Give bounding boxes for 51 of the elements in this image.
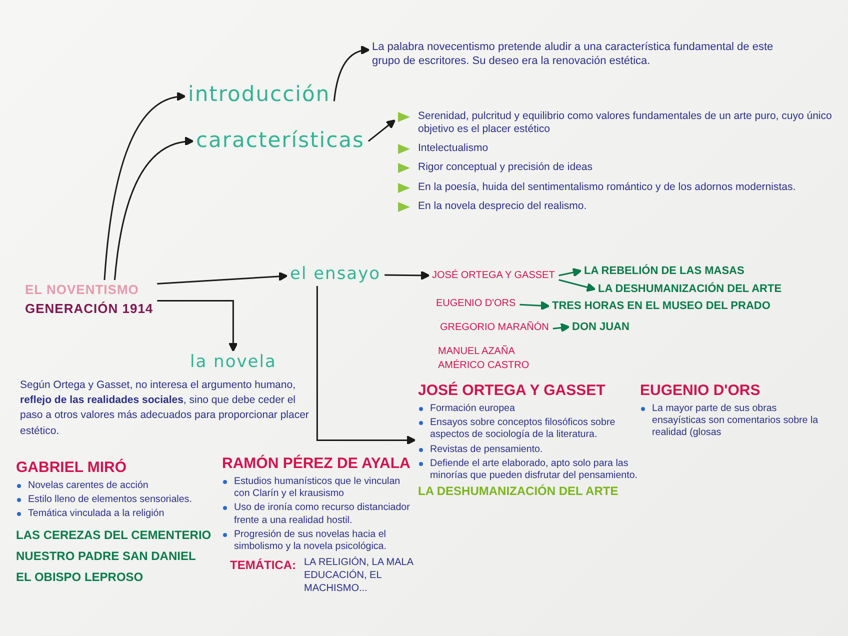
arrow (384, 270, 430, 280)
topic-heading: la novela (190, 352, 276, 372)
arrow (333, 46, 370, 102)
arrow (558, 279, 596, 292)
arrow (552, 323, 570, 332)
author-name: MANUEL AZAÑA (438, 346, 515, 357)
arrow (114, 137, 194, 280)
arrow (558, 268, 582, 278)
author-heading: GABRIEL MIRÓ (16, 459, 128, 476)
arrow (368, 120, 396, 142)
author-heading: RAMÓN PÉREZ DE AYALA (222, 455, 412, 472)
topic-heading: características (196, 128, 364, 152)
work-title: EL OBISPO LEPROSO (16, 570, 144, 584)
work-title: NUESTRO PADRE SAN DANIEL (16, 548, 197, 563)
bullet-item: Uso de ironía como recurso distanciador frente a una realidad hostil. (222, 502, 414, 527)
topic-heading: el ensayo (290, 264, 381, 284)
arrow (316, 286, 416, 445)
bullet-item: Intelectualismo (398, 142, 838, 156)
arrow (104, 92, 186, 280)
subtitle-text: GENERACIÓN 1914 (25, 301, 154, 316)
note-text: La palabra novecentismo pretende aludir a una característica fundamental de este grupo de escritores. Su deseo era la renovación estética. (372, 40, 782, 69)
bullet-item: En la novela desprecio del realismo. (398, 200, 838, 213)
topic-label: TEMÁTICA: (230, 558, 296, 572)
bullet-item: Rigor conceptual y precisión de ideas (398, 161, 838, 174)
arrow (157, 272, 288, 284)
author-name: EUGENIO D'ORS (436, 298, 516, 309)
note-text: LA RELIGIÓN, LA MALA EDUCACIÓN, EL MACHISMO... (304, 556, 414, 596)
author-name: AMÉRICO CASTRO (438, 360, 530, 371)
bullet-item: Estudios humanísticos que le vinculan con Clarín y el krausismo (222, 476, 414, 500)
author-heading: EUGENIO D'ORS (640, 382, 762, 399)
work-title: TRES HORAS EN EL MUSEO DEL PRADO (552, 300, 770, 312)
topic-heading: introducción (188, 82, 330, 106)
work-title: DON JUAN (572, 321, 630, 333)
bullet-item: Revistas de pensamiento. (418, 444, 646, 456)
bullet-item: En la poesía, huida del sentimentalismo romántico y de los adornos modernistas. (398, 180, 838, 194)
bullet-item: Temática vinculada a la religión (16, 508, 214, 521)
work-title: LA DESHUMANIZACIÓN DEL ARTE (598, 283, 782, 295)
work-title: LAS CEREZAS DEL CEMENTERIO (16, 528, 212, 542)
arrow (157, 300, 238, 352)
note-text: Según Ortega y Gasset, no interesa el argumento humano, reflejo de las realidades sociales, sino que debe ceder el paso a otros valores más adecuados para proporcionar placer estético. (20, 378, 320, 439)
work-title: LA REBELIÓN DE LAS MASAS (584, 265, 744, 277)
bullet-item: Defiende el arte elaborado, apto solo para las minorías que pueden disfrutar del pensamiento. (418, 458, 646, 482)
bullet-item: Estilo lleno de elementos sensoriales. (16, 494, 214, 506)
arrow (520, 300, 550, 310)
author-name: GREGORIO MARAÑÓN (440, 322, 549, 333)
bullet-item: Serenidad, pulcritud y equilibrio como valores fundamentales de un arte puro, cuyo único objetivo es el placer estético (398, 110, 838, 136)
author-name: JOSÉ ORTEGA Y GASSET (432, 270, 555, 281)
work-title: LA DESHUMANIZACIÓN DEL ARTE (418, 484, 620, 498)
title-text: EL NOVENTISMO (25, 282, 140, 297)
bullet-item: Progresión de sus novelas hacia el simbolismo y la novela psicológica. (222, 528, 414, 554)
bullet-item: Novelas carentes de acción (16, 480, 214, 492)
